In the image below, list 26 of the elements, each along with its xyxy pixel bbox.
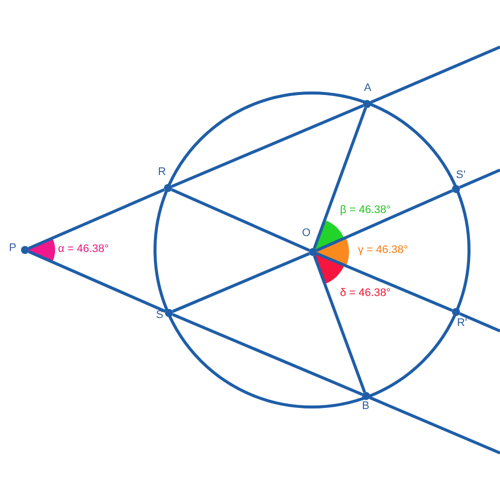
line-segment bbox=[28, 188, 165, 250]
line-segment bbox=[316, 252, 453, 312]
point-label: S bbox=[156, 309, 164, 321]
angle-label: δ = 46.38° bbox=[340, 287, 391, 299]
line-segment bbox=[172, 252, 310, 313]
point-label: P bbox=[9, 242, 16, 254]
point-label: R bbox=[158, 166, 166, 178]
line-segment bbox=[459, 168, 500, 189]
angle-label: γ = 46.38° bbox=[358, 244, 408, 256]
line-segment bbox=[459, 312, 500, 332]
line-segment bbox=[370, 46, 500, 104]
line-segment bbox=[171, 104, 364, 188]
point-label: A bbox=[364, 82, 372, 94]
point-label: S' bbox=[456, 169, 466, 181]
line-segment bbox=[312, 107, 368, 249]
point-label: O bbox=[302, 227, 311, 239]
point-label: B bbox=[362, 400, 370, 412]
line-segment bbox=[171, 188, 310, 252]
line-segment bbox=[28, 250, 166, 313]
line-segment bbox=[369, 396, 500, 454]
line-segment bbox=[172, 313, 363, 396]
line-segment bbox=[312, 255, 366, 393]
point-label: R' bbox=[457, 317, 468, 329]
angle-label: α = 46.38° bbox=[58, 243, 109, 255]
angle-label: β = 46.38° bbox=[340, 204, 391, 216]
line-segment bbox=[316, 189, 453, 252]
